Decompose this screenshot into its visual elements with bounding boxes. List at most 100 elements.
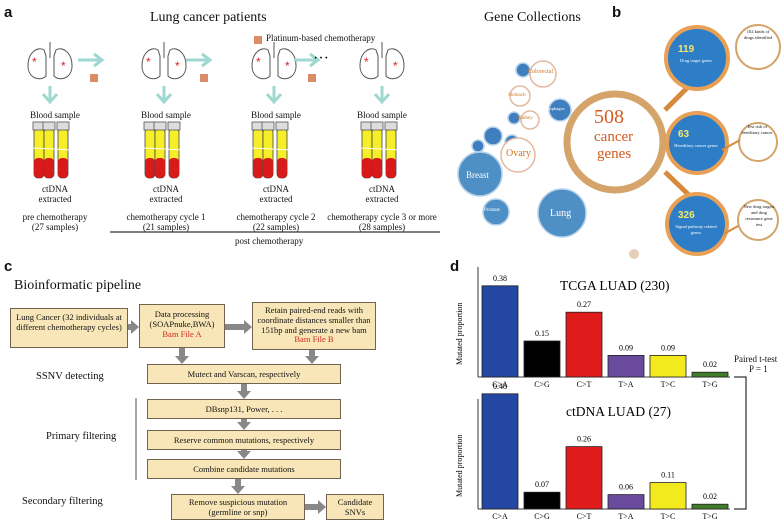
ctdna-label: ctDNA <box>153 184 179 194</box>
decor-dot <box>483 126 503 146</box>
box-reserve: Reserve common mutations, respectively <box>147 430 341 450</box>
panel-c-letter: c <box>4 258 13 275</box>
right-arrow-icon <box>294 52 321 68</box>
primary-filtering-label: Primary filtering <box>46 431 117 442</box>
data-label: 0.02 <box>703 492 717 501</box>
gene-small-circle <box>500 137 536 173</box>
bar <box>649 354 687 378</box>
box-lung-cancer: Lung Cancer (32 individuals at different… <box>10 308 128 348</box>
lung-icon: ** <box>359 42 405 80</box>
arrow-shaft <box>241 419 247 424</box>
down-arrow-icon <box>41 86 59 105</box>
blood-sample-label: Blood sample <box>251 110 301 120</box>
tick-label: C>A <box>492 512 508 521</box>
lung-right-icon <box>53 48 73 80</box>
target-circle <box>665 111 729 175</box>
arrow-shaft <box>241 384 247 393</box>
gene-small-circle <box>529 60 557 88</box>
panel-a-title: Lung cancer patients <box>150 10 267 25</box>
blood-sample-label: Blood sample <box>141 110 191 120</box>
tick-label: T>G <box>702 380 717 389</box>
tube-blood <box>263 158 273 178</box>
column-samples: (22 samples) <box>252 222 300 232</box>
blood-tube-group <box>250 121 292 179</box>
center-number: 508 <box>594 106 624 128</box>
center-label-cancer: cancer <box>594 129 634 145</box>
column-label: chemotherapy cycle 1 <box>126 212 206 222</box>
tube-blood <box>145 158 155 178</box>
box-retain-text: Retain paired-end reads with coordinate … <box>257 305 371 335</box>
column-label: pre chemotherapy <box>22 212 88 222</box>
blood-tube-group <box>359 121 401 179</box>
column-samples: (28 samples) <box>358 222 406 232</box>
target-note: New drug targets and drug resistance gen… <box>743 204 775 227</box>
tube-cap <box>167 121 181 131</box>
tube-band <box>31 147 73 151</box>
blood-tube-group <box>31 121 73 179</box>
bar <box>565 446 603 510</box>
box-dbsnp: DBsnp131, Power, . . . <box>147 399 341 419</box>
tube-blood <box>386 158 396 178</box>
tube-cap <box>42 121 56 131</box>
data-label: 0.06 <box>619 483 633 492</box>
tube-cap <box>275 121 289 131</box>
chart-ylabel: Mutated proportion <box>455 435 464 497</box>
target-note: Test risk of hereditary cancer <box>741 124 773 135</box>
tube-blood <box>362 158 372 178</box>
target-label: Drug target genes <box>680 58 712 63</box>
center-circle <box>563 90 667 194</box>
target-note: 102 kinds of drugs identified <box>743 29 773 40</box>
tube-cap <box>384 121 398 131</box>
column-label: chemotherapy cycle 3 or more <box>327 212 437 222</box>
tube-blood <box>34 158 44 178</box>
lung-icon: ** <box>27 42 73 80</box>
gene-circle-label: Lung <box>550 208 572 219</box>
chemo-legend-swatch <box>254 36 262 44</box>
bar <box>691 503 729 510</box>
bar <box>523 491 561 510</box>
note-circle <box>737 199 779 241</box>
tube-blood <box>155 158 165 178</box>
chart-title: ctDNA LUAD (27) <box>566 404 671 419</box>
tube-blood <box>372 158 382 178</box>
data-label: 0.09 <box>619 343 633 352</box>
box-retain: Retain paired-end reads with coordinate … <box>252 302 376 350</box>
tick-label: T>A <box>618 512 633 521</box>
ctdna-label: ctDNA <box>263 184 289 194</box>
t-test-bracket <box>734 376 747 510</box>
lung-left-icon <box>27 48 47 80</box>
bar <box>481 285 519 378</box>
data-label: 0.15 <box>535 329 549 338</box>
secondary-filtering-label: Secondary filtering <box>22 496 103 507</box>
column-label: chemotherapy cycle 2 <box>236 212 316 222</box>
arrow-head <box>231 486 245 494</box>
arrow-head <box>175 356 189 364</box>
chemo-square-icon <box>308 74 316 82</box>
data-label: 0.02 <box>703 360 717 369</box>
tube-blood <box>277 158 287 178</box>
arrow-shaft <box>179 348 185 358</box>
note-circle <box>738 122 778 162</box>
lung-right-icon <box>385 48 405 80</box>
target-number: 119 <box>678 44 695 55</box>
arrow-head <box>318 500 326 514</box>
blood-sample-label: Blood sample <box>357 110 407 120</box>
box-data-processing: Data processing (SOAPnuke,BWA) Bam File … <box>139 304 225 348</box>
tick-label: T>A <box>618 380 633 389</box>
orange-arrow <box>663 83 692 112</box>
lung-left-icon <box>359 48 379 80</box>
decor-dot <box>629 249 639 259</box>
arrow-head <box>237 422 251 430</box>
down-arrow-icon <box>373 86 391 105</box>
extracted-label: extracted <box>259 194 293 204</box>
data-label: 0.09 <box>661 343 675 352</box>
target-number: 63 <box>678 129 690 140</box>
bam-file-a: Bam File A <box>162 329 202 339</box>
panel-c-title: Bioinformatic pipeline <box>14 278 142 293</box>
column-samples: (27 samples) <box>31 222 79 232</box>
target-label: Signal pathway related genes <box>675 224 717 235</box>
orange-arrow <box>663 170 692 198</box>
tube-blood <box>253 158 263 178</box>
